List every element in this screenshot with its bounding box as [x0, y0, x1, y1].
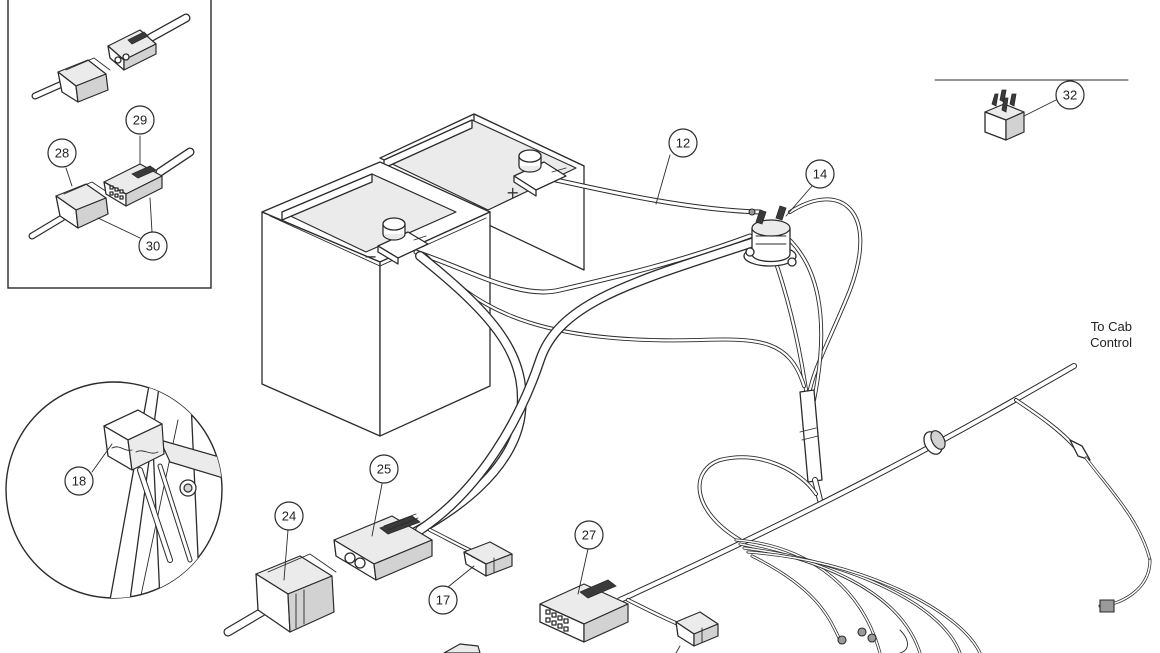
callout-17-label: 17: [436, 593, 450, 608]
callout-14-label: 14: [813, 167, 827, 182]
callout-29: 29: [125, 105, 155, 135]
callout-30: 30: [138, 231, 168, 261]
detail-circle-18: [5, 381, 223, 599]
to-cab-label-line2: Control: [1090, 335, 1132, 350]
to-cab-label-line1: To Cab: [1091, 319, 1132, 334]
relay-32: [984, 89, 1025, 141]
callout-30-label: 30: [146, 239, 160, 254]
connector-28-plug: [28, 181, 111, 240]
to-cab-control-label: To Cab Control: [1090, 319, 1132, 350]
connector-24-plug: [223, 553, 337, 637]
callout-14: 14: [785, 159, 835, 217]
negative-sign: −: [364, 247, 377, 266]
callout-24: 24: [274, 501, 304, 581]
harness-grommet: [923, 430, 946, 455]
socket-27-pins: [545, 609, 569, 632]
callout-12-label: 12: [676, 136, 690, 151]
callout-28-label: 28: [55, 146, 69, 161]
connector-25-socket: [333, 513, 433, 581]
callout-18: 18: [64, 443, 113, 496]
negative-terminal-clamp: [377, 217, 429, 265]
wiring-cables: [395, 177, 1152, 653]
callout-29-label: 29: [133, 113, 147, 128]
callout-25-label: 25: [377, 462, 391, 477]
callout-12: 12: [655, 128, 698, 205]
connector-27-mate-plug: [675, 611, 719, 647]
connector-inset-box: [7, 0, 212, 289]
connector-29-socket: [103, 147, 195, 207]
callout-32: 32: [1023, 80, 1085, 117]
positive-terminal-clamp: [513, 149, 567, 197]
callout-17: 17: [428, 565, 475, 615]
callout-24-label: 24: [282, 509, 296, 524]
callout-27-label: 27: [582, 528, 596, 543]
inset-top-male-plug: [31, 57, 111, 103]
inset-top-female-plug: [107, 13, 191, 71]
callout-27: 27: [574, 520, 604, 595]
callout-25: 25: [369, 454, 399, 537]
callout-18-label: 18: [72, 474, 86, 489]
socket-29-pins: [109, 185, 124, 200]
callout-28: 28: [47, 138, 77, 168]
positive-sign: +: [506, 183, 519, 202]
solenoid-14: [743, 205, 797, 267]
connector-17-plug: [463, 541, 513, 577]
callout-32-label: 32: [1063, 88, 1077, 103]
connector-27-socket: [539, 579, 629, 643]
